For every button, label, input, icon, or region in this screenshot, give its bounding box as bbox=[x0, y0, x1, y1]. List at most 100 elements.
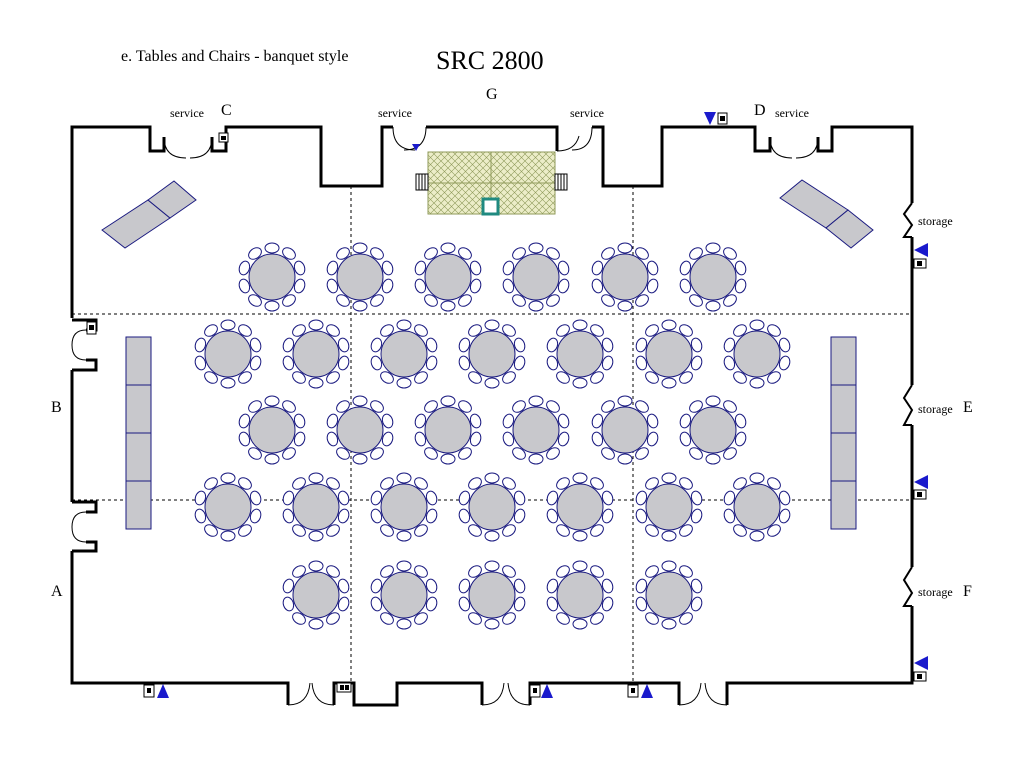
chair bbox=[468, 524, 482, 537]
chair bbox=[396, 530, 412, 542]
chair bbox=[308, 618, 324, 630]
chair bbox=[646, 278, 659, 294]
chair bbox=[396, 319, 412, 331]
chair bbox=[557, 431, 570, 447]
chair bbox=[572, 560, 588, 572]
round-table bbox=[502, 242, 570, 312]
round-table bbox=[370, 319, 438, 389]
side-tables-right bbox=[830, 336, 857, 530]
chair bbox=[778, 508, 791, 524]
power-outlet-icon bbox=[143, 684, 155, 698]
round-table bbox=[282, 319, 350, 389]
chair bbox=[635, 247, 649, 260]
table-top bbox=[733, 483, 781, 531]
storage-label-top: storage bbox=[918, 214, 953, 228]
chair bbox=[679, 371, 693, 384]
chair bbox=[635, 578, 648, 594]
chair bbox=[326, 413, 339, 429]
chair bbox=[645, 324, 659, 337]
chair bbox=[194, 490, 207, 506]
door-e-label: E bbox=[963, 399, 973, 416]
round-table bbox=[723, 319, 791, 389]
chair bbox=[282, 400, 296, 413]
chair bbox=[238, 260, 251, 276]
round-table bbox=[238, 395, 306, 465]
chair bbox=[352, 453, 368, 465]
chair bbox=[293, 278, 306, 294]
chair bbox=[661, 472, 677, 484]
chair bbox=[352, 242, 368, 254]
chair bbox=[396, 618, 412, 630]
chair bbox=[601, 596, 614, 612]
round-table bbox=[370, 560, 438, 630]
chair bbox=[370, 294, 384, 307]
round-table bbox=[723, 472, 791, 542]
chair bbox=[424, 247, 438, 260]
chair bbox=[424, 400, 438, 413]
table-top bbox=[645, 571, 693, 619]
data-port-arrow-icon bbox=[914, 243, 928, 257]
chair bbox=[352, 300, 368, 312]
chair bbox=[617, 242, 633, 254]
round-table bbox=[194, 472, 262, 542]
chair bbox=[337, 596, 350, 612]
chair bbox=[425, 355, 438, 371]
chair bbox=[414, 565, 428, 578]
corner-table-left bbox=[101, 180, 197, 249]
chair bbox=[679, 477, 693, 490]
chair bbox=[293, 413, 306, 429]
chair bbox=[381, 413, 394, 429]
chair bbox=[336, 247, 350, 260]
power-outlet-icon bbox=[86, 321, 97, 335]
chair bbox=[414, 371, 428, 384]
table-top bbox=[556, 483, 604, 531]
chair bbox=[293, 431, 306, 447]
chair bbox=[546, 596, 559, 612]
chair bbox=[512, 247, 526, 260]
round-table bbox=[326, 395, 394, 465]
chair bbox=[733, 477, 747, 490]
table-top bbox=[468, 330, 516, 378]
chair bbox=[733, 524, 747, 537]
chair bbox=[646, 431, 659, 447]
chair bbox=[723, 355, 736, 371]
chair bbox=[238, 278, 251, 294]
table-top bbox=[424, 406, 472, 454]
chair bbox=[679, 260, 692, 276]
storage-label-e: storage bbox=[918, 402, 953, 416]
chair bbox=[380, 565, 394, 578]
round-tables bbox=[194, 242, 791, 630]
chair bbox=[661, 560, 677, 572]
chair bbox=[440, 453, 456, 465]
storage-doors bbox=[902, 202, 914, 607]
chair bbox=[556, 612, 570, 625]
chair bbox=[468, 612, 482, 625]
chair bbox=[370, 596, 383, 612]
round-table bbox=[370, 472, 438, 542]
chair bbox=[381, 278, 394, 294]
chair bbox=[292, 565, 306, 578]
podium-icon bbox=[481, 197, 500, 216]
chair bbox=[220, 319, 236, 331]
chair bbox=[749, 319, 765, 331]
door-swings bbox=[71, 126, 819, 706]
chair bbox=[249, 355, 262, 371]
chair bbox=[591, 260, 604, 276]
chair bbox=[546, 578, 559, 594]
chair bbox=[469, 431, 482, 447]
chair bbox=[590, 565, 604, 578]
chair bbox=[557, 413, 570, 429]
power-outlet-icon bbox=[717, 112, 728, 125]
chair bbox=[679, 524, 693, 537]
chair bbox=[513, 355, 526, 371]
chair bbox=[689, 400, 703, 413]
chair bbox=[723, 508, 736, 524]
round-table bbox=[635, 560, 703, 630]
chair bbox=[458, 247, 472, 260]
chair bbox=[635, 294, 649, 307]
chair bbox=[414, 612, 428, 625]
chair bbox=[723, 490, 736, 506]
chair bbox=[336, 294, 350, 307]
chair bbox=[679, 565, 693, 578]
chair bbox=[425, 596, 438, 612]
